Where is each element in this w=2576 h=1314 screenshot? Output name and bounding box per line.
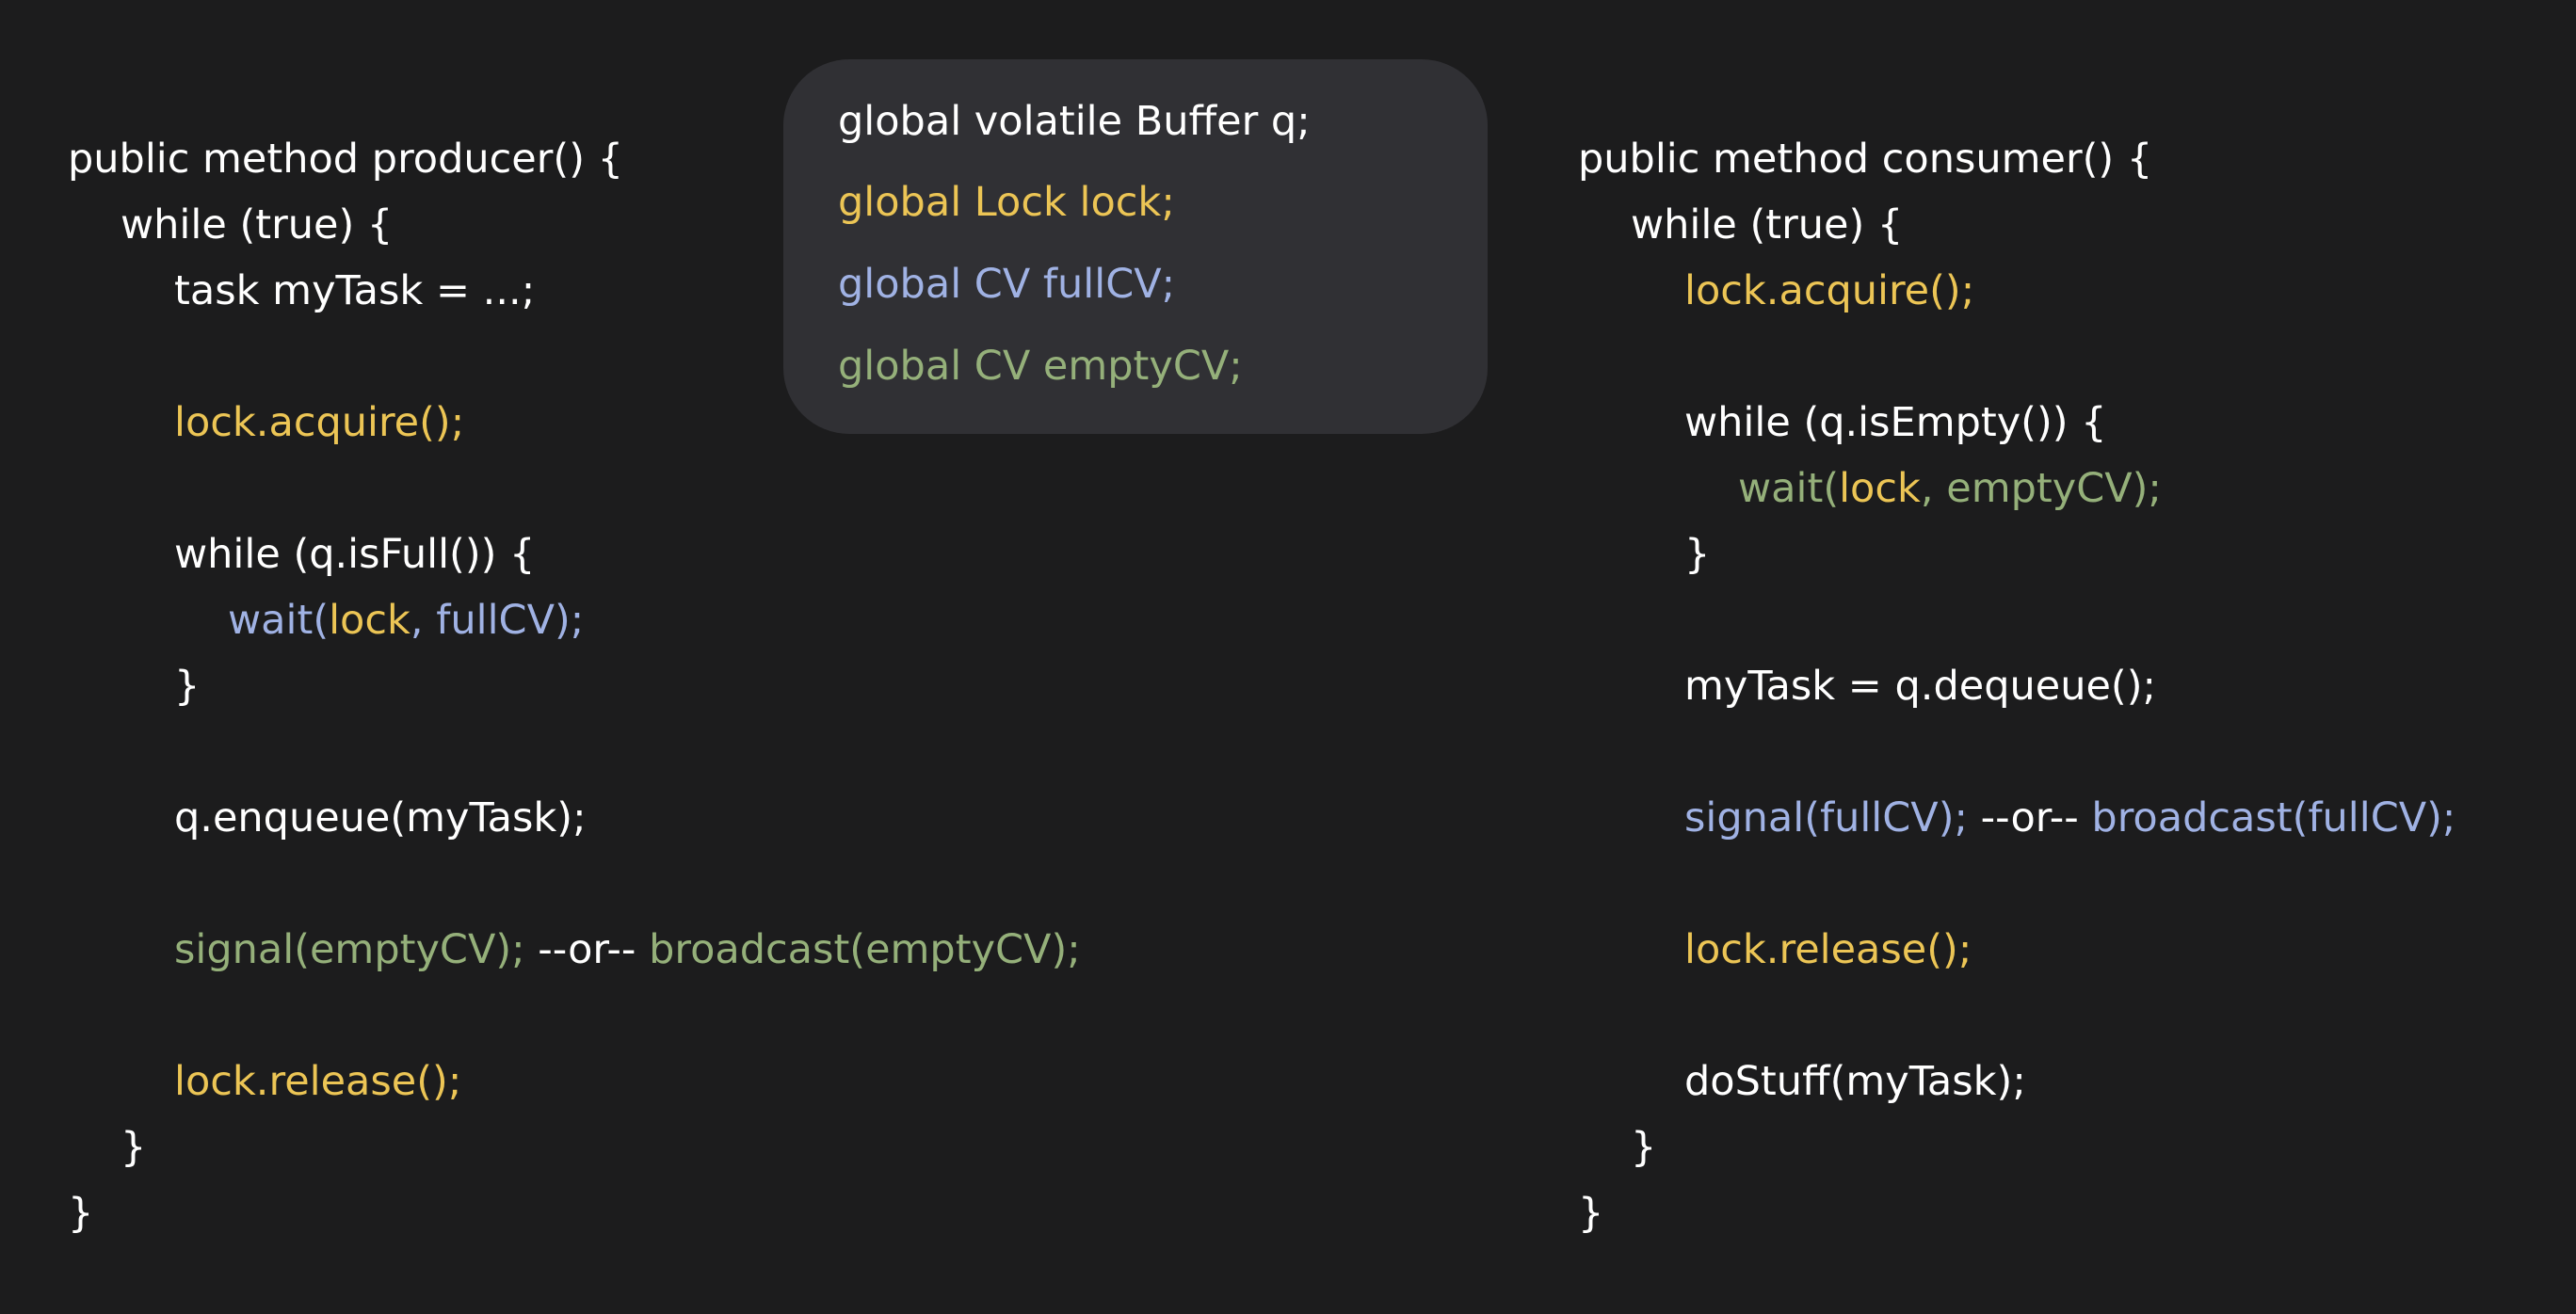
global-fullcv-decl: global CV fullCV; [838, 261, 1176, 308]
consumer-signal: signal(fullCV); [1684, 794, 1968, 841]
consumer-close-inner: } [1684, 531, 1711, 578]
consumer-lock-acquire: lock.acquire(); [1684, 267, 1975, 314]
consumer-wait-prefix: wait( [1738, 465, 1840, 512]
consumer-while-true: while (true) { [1631, 201, 1904, 248]
consumer-close-method: } [1578, 1190, 1604, 1237]
consumer-signal-line: signal(fullCV); --or-- broadcast(fullCV)… [1684, 798, 2455, 839]
producer-while-full: while (q.isFull()) { [174, 531, 536, 578]
producer-wait-suffix: , fullCV); [410, 597, 585, 644]
producer-wait-call: wait(lock, fullCV); [228, 601, 584, 641]
consumer-broadcast: broadcast(fullCV); [2091, 794, 2456, 841]
global-buffer-decl: global volatile Buffer q; [838, 98, 1311, 145]
consumer-close-loop: } [1631, 1124, 1657, 1171]
producer-lock-release: lock.release(); [174, 1058, 462, 1105]
consumer-lock-release: lock.release(); [1684, 926, 1972, 973]
global-emptycv-decl: global CV emptyCV; [838, 343, 1243, 390]
producer-signature: public method producer() { [68, 136, 624, 183]
globals-panel [783, 59, 1488, 434]
producer-broadcast: broadcast(emptyCV); [649, 926, 1081, 973]
producer-wait-prefix: wait( [228, 597, 330, 644]
consumer-wait-suffix: , emptyCV); [1920, 465, 2162, 512]
consumer-wait-lock: lock [1839, 465, 1921, 512]
global-lock-decl: global Lock lock; [838, 179, 1175, 226]
consumer-while-empty: while (q.isEmpty()) { [1684, 399, 2107, 446]
producer-or: --or-- [524, 926, 650, 973]
producer-signal: signal(emptyCV); [174, 926, 525, 973]
producer-close-inner: } [174, 663, 201, 710]
producer-wait-lock: lock [329, 597, 411, 644]
producer-close-method: } [68, 1190, 94, 1237]
consumer-dequeue: myTask = q.dequeue(); [1684, 663, 2156, 710]
producer-task-decl: task myTask = ...; [174, 267, 536, 314]
consumer-signature: public method consumer() { [1578, 136, 2153, 183]
producer-while-true: while (true) { [121, 201, 394, 248]
producer-close-loop: } [121, 1124, 147, 1171]
consumer-do-stuff: doStuff(myTask); [1684, 1058, 2026, 1105]
consumer-or: --or-- [1967, 794, 2092, 841]
producer-enqueue: q.enqueue(myTask); [174, 794, 587, 841]
producer-signal-line: signal(emptyCV); --or-- broadcast(emptyC… [174, 930, 1081, 970]
consumer-wait-call: wait(lock, emptyCV); [1738, 469, 2162, 509]
producer-lock-acquire: lock.acquire(); [174, 399, 465, 446]
